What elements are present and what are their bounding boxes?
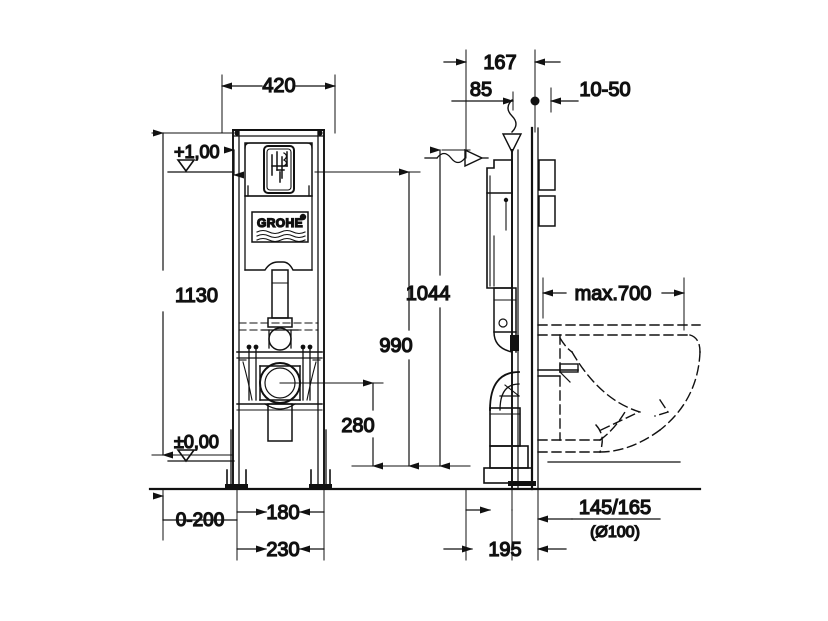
dim-label-195: 195	[488, 539, 521, 561]
wc-bowl-rim-detail	[537, 363, 579, 383]
level-marker-zero: ±0,00	[167, 431, 235, 462]
dim-projection-max-700: max.700	[542, 277, 685, 331]
cistern-body	[244, 142, 313, 197]
dim-offset-180: 180	[236, 488, 325, 525]
water-supply-symbol	[501, 99, 523, 154]
dim-wall-10-50: 10-50	[530, 78, 631, 113]
dim-label-167: 167	[483, 52, 516, 74]
dim-label-145-165: 145/165	[579, 497, 651, 519]
cistern-side-body	[486, 159, 513, 289]
dim-depth-167: 167	[443, 49, 561, 159]
dim-label-1130: 1130	[175, 285, 218, 307]
wc-bowl-outline	[537, 324, 701, 453]
dim-height-1044: 1044	[405, 146, 471, 470]
dim-base-195: 195	[443, 488, 567, 562]
level-label-zero: ±0,00	[174, 432, 219, 452]
frame-front-outline	[225, 129, 332, 490]
dim-label-280: 280	[341, 415, 374, 437]
dim-height-990: 990	[314, 168, 421, 470]
wall-brackets	[538, 159, 556, 227]
frame-dashed-lines	[238, 322, 319, 331]
dim-offset-0-200: 0-200	[153, 488, 238, 541]
dim-label-diameter-100: (Ø100)	[590, 524, 640, 541]
dim-label-10-50: 10-50	[579, 79, 630, 101]
brand-label: GROHE	[257, 216, 303, 230]
level-label-plus-one: +1,00	[174, 142, 220, 162]
dim-label-990: 990	[379, 335, 412, 357]
outlet-bend-side	[483, 371, 533, 484]
dim-height-1130: 1130	[151, 129, 233, 459]
dim-label-420: 420	[262, 75, 295, 97]
dim-width-420: 420	[221, 74, 336, 134]
dim-label-230: 230	[266, 539, 299, 561]
support-bracket	[236, 344, 323, 401]
level-marker-plus-one: +1,00	[167, 141, 244, 179]
dim-label-85: 85	[470, 79, 492, 101]
flush-pipe-side	[493, 287, 519, 353]
dim-outlet-145-165: 145/165 (Ø100)	[537, 488, 661, 542]
dim-offset-230: 230	[236, 519, 325, 562]
dim-label-max-700: max.700	[575, 283, 652, 305]
dim-height-280: 280	[279, 379, 384, 470]
supply-indicator-left	[424, 148, 489, 168]
wall-plane	[530, 126, 539, 491]
dim-label-1044: 1044	[406, 283, 451, 305]
dim-label-0-200: 0-200	[176, 510, 225, 531]
dim-depth-85: 85	[451, 78, 514, 111]
grohe-logo: GROHE	[251, 211, 309, 243]
outlet-bend-front	[236, 359, 323, 442]
dim-label-180: 180	[266, 502, 299, 524]
